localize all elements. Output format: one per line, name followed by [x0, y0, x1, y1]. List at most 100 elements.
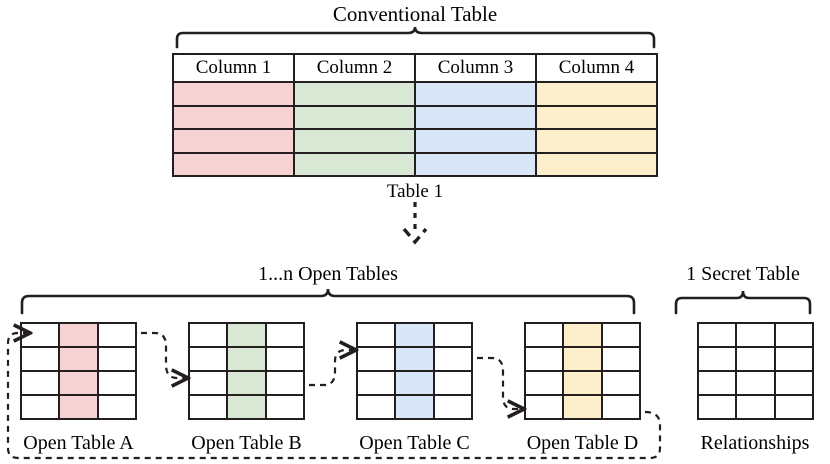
table-cell	[416, 107, 535, 130]
table-cell	[228, 372, 265, 396]
table-cell	[60, 324, 97, 348]
conventional-table-header-row: Column 1 Column 2 Column 3 Column 4	[174, 55, 656, 81]
table-column	[416, 83, 537, 175]
table-cell	[98, 348, 135, 372]
table-cell	[526, 324, 563, 348]
column-header: Column 3	[416, 55, 537, 81]
table-cell	[266, 372, 303, 396]
table-cell	[537, 130, 656, 154]
open-tables-group-label: 1...n Open Tables	[258, 263, 398, 285]
table-column-highlighted	[564, 324, 603, 418]
table-cell	[775, 372, 812, 396]
table-column	[174, 83, 295, 175]
column-header: Column 1	[174, 55, 295, 81]
table-cell	[396, 372, 433, 396]
table-column-highlighted	[60, 324, 99, 418]
table-cell	[564, 372, 601, 396]
open-table-b	[188, 322, 305, 420]
table-cell	[358, 348, 395, 372]
table-cell	[295, 130, 414, 154]
transform-arrow-down	[404, 202, 426, 242]
table-cell	[396, 348, 433, 372]
table-cell	[416, 83, 535, 107]
table-cell	[526, 348, 563, 372]
secret-table-group-label: 1 Secret Table	[686, 263, 800, 285]
table-cell	[174, 83, 293, 107]
table-cell	[266, 348, 303, 372]
table-column-highlighted	[396, 324, 435, 418]
table-cell	[434, 324, 471, 348]
secret-table-brace	[676, 291, 810, 313]
open-table-b-label: Open Table B	[191, 432, 302, 454]
table-cell	[60, 372, 97, 396]
table-cell	[22, 348, 59, 372]
open-table-c-label: Open Table C	[359, 432, 470, 454]
table-cell	[434, 372, 471, 396]
table-cell	[60, 348, 97, 372]
table-cell	[174, 107, 293, 130]
table-cell	[775, 348, 812, 372]
table-cell	[190, 324, 227, 348]
table-cell	[434, 348, 471, 372]
table-column	[295, 83, 416, 175]
table-cell	[295, 107, 414, 130]
table-cell	[190, 348, 227, 372]
table-cell	[737, 324, 774, 348]
open-table-d	[524, 322, 641, 420]
conventional-table-title: Conventional Table	[332, 2, 498, 26]
open-tables-brace	[22, 289, 634, 313]
flow-arrow-d-to-a-return	[8, 333, 660, 458]
secret-table-relationships	[697, 322, 814, 420]
conventional-table-body	[174, 81, 656, 175]
table-cell	[358, 372, 395, 396]
table-cell	[602, 324, 639, 348]
open-table-a-label: Open Table A	[23, 432, 134, 454]
table-cell	[98, 324, 135, 348]
table-column	[526, 324, 565, 418]
table-column	[537, 83, 656, 175]
table-cell	[699, 348, 736, 372]
table-cell	[228, 348, 265, 372]
table-column	[699, 324, 738, 418]
table-cell	[699, 372, 736, 396]
secret-table-label: Relationships	[700, 432, 810, 454]
conventional-table-brace	[177, 27, 654, 47]
table-cell	[602, 372, 639, 396]
column-header: Column 2	[295, 55, 416, 81]
table-cell	[775, 324, 812, 348]
table-column	[98, 324, 135, 418]
table-cell	[358, 324, 395, 348]
table-cell	[602, 348, 639, 372]
open-table-d-label: Open Table D	[526, 432, 639, 454]
table-cell	[98, 372, 135, 396]
open-table-c	[356, 322, 473, 420]
table-cell	[396, 324, 433, 348]
flow-arrow-b-to-c	[309, 350, 354, 385]
table-column-highlighted	[228, 324, 267, 418]
table-column	[266, 324, 303, 418]
table-column	[775, 324, 812, 418]
table-column	[737, 324, 776, 418]
table-column	[190, 324, 229, 418]
table-column	[434, 324, 471, 418]
column-header: Column 4	[537, 55, 656, 81]
flow-arrow-a-to-b	[141, 333, 186, 378]
table-cell	[416, 130, 535, 154]
table-cell	[737, 372, 774, 396]
table-1-caption: Table 1	[386, 181, 444, 202]
table-cell	[228, 324, 265, 348]
table-cell	[737, 348, 774, 372]
table-cell	[22, 372, 59, 396]
table-column	[602, 324, 639, 418]
table-cell	[174, 130, 293, 154]
table-cell	[699, 324, 736, 348]
table-cell	[295, 83, 414, 107]
table-cell	[190, 372, 227, 396]
table-column	[358, 324, 397, 418]
conventional-table: Column 1 Column 2 Column 3 Column 4	[172, 53, 658, 177]
table-cell	[537, 83, 656, 107]
table-cell	[564, 324, 601, 348]
flow-arrow-c-to-d	[477, 358, 522, 409]
